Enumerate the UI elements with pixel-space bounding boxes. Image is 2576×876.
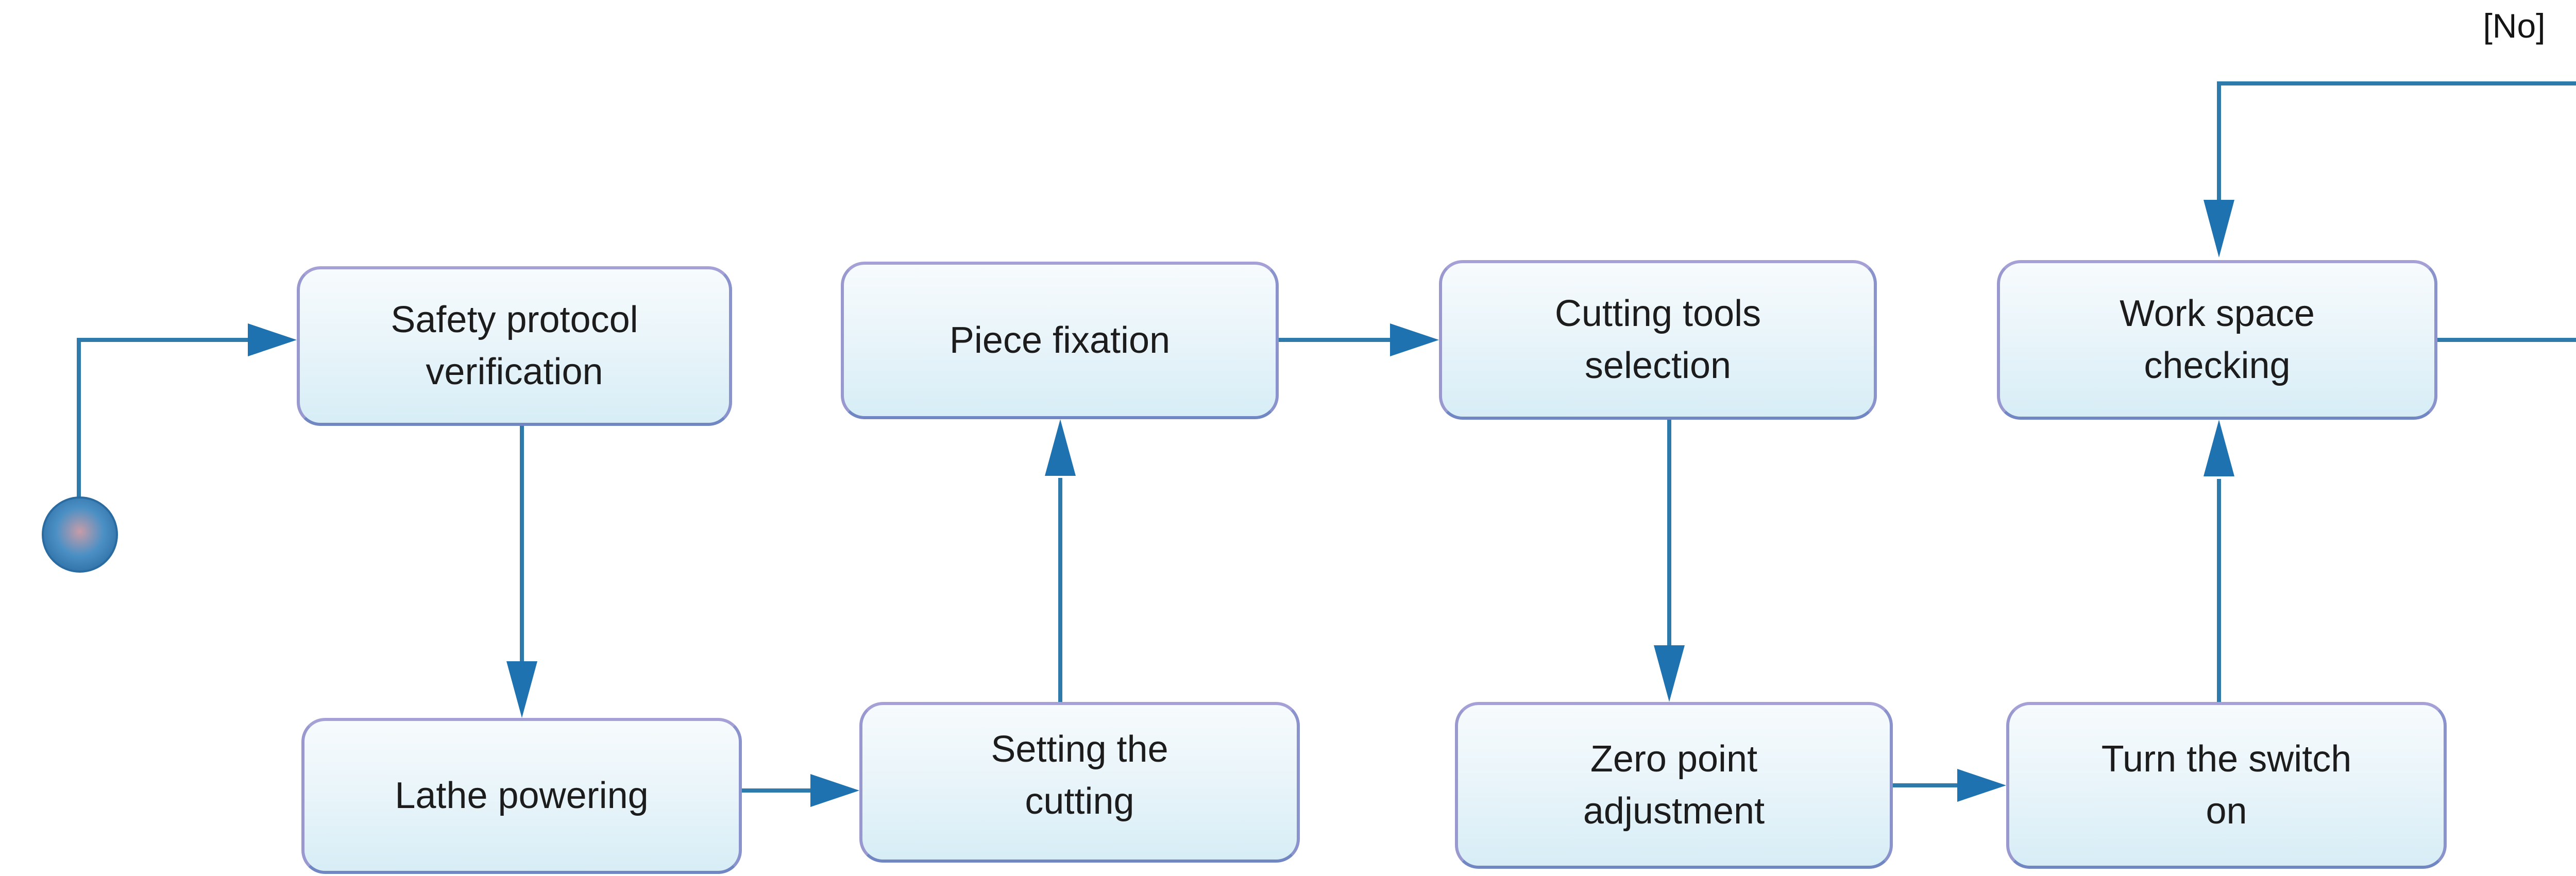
activity-safety-protocol-verification: Safety protocol verification	[297, 266, 732, 426]
initial-node-icon	[42, 496, 118, 573]
activity-label-line: checking	[2144, 345, 2291, 386]
connector-lines	[77, 81, 2576, 793]
activity-setting-the-cutting: Setting the cutting	[859, 702, 1300, 863]
edge-decision-no-loop	[2217, 81, 2576, 201]
arrowheads	[248, 200, 2234, 807]
arrowhead-into-safety	[248, 323, 297, 356]
activity-label-line: on	[2206, 791, 2247, 832]
arrowhead-into-workspace-top	[2204, 200, 2234, 257]
edge-start-to-safety	[77, 338, 252, 500]
arrowhead-into-setting	[810, 774, 859, 807]
activity-label-line: Zero point	[1590, 738, 1758, 780]
activity-label-line: Work space	[2120, 293, 2315, 335]
activity-lathe-powering: Lathe powering	[301, 718, 742, 874]
activity-label-line: Cutting tools	[1554, 293, 1761, 335]
activity-label-line: Lathe powering	[395, 775, 649, 817]
activity-cutting-tools-selection: Cutting tools selection	[1439, 260, 1877, 420]
arrowhead-into-zero-point	[1654, 645, 1685, 702]
activity-label-line: cutting	[1025, 780, 1134, 822]
activity-zero-point-adjustment: Zero point adjustment	[1455, 702, 1893, 869]
activity-label-line: adjustment	[1583, 791, 1765, 832]
activity-label-line: selection	[1584, 345, 1732, 386]
activity-piece-fixation: Piece fixation	[841, 262, 1279, 419]
arrowhead-into-piece	[1045, 419, 1076, 476]
activity-turn-the-switch-on: Turn the switch on	[2006, 702, 2447, 869]
activity-label-line: Setting the	[991, 729, 1168, 770]
arrowhead-into-lathe	[506, 661, 537, 718]
activity-label-line: Turn the switch	[2101, 738, 2352, 780]
arrowhead-into-cutting-tools	[1390, 323, 1439, 356]
activity-label-line: Safety protocol	[391, 299, 638, 341]
arrowhead-into-workspace-bottom	[2204, 420, 2234, 476]
arrowhead-into-switch	[1957, 769, 2006, 802]
activity-label-line: Piece fixation	[949, 319, 1171, 361]
guard-label-no: [No]	[2483, 7, 2546, 45]
activity-work-space-checking: Work space checking	[1997, 260, 2437, 420]
activity-label-line: verification	[426, 351, 603, 392]
